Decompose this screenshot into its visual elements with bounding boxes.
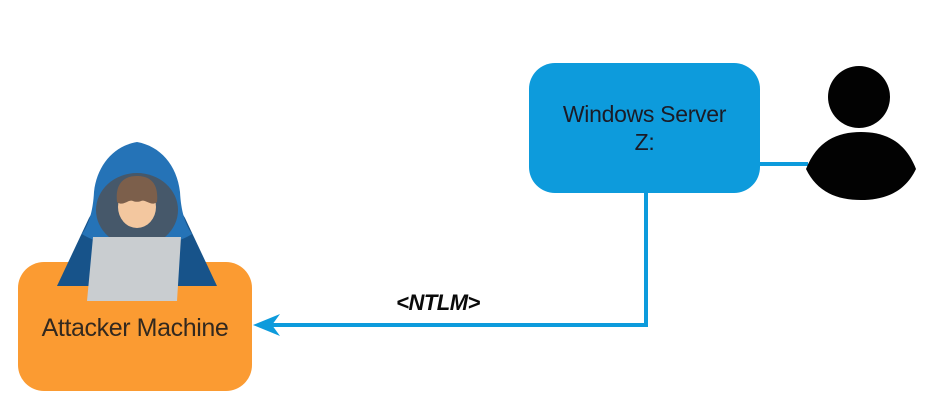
hacker-icon-face	[118, 186, 156, 228]
server-node: Windows Server Z:	[529, 63, 760, 193]
ntlm-edge-label: <NTLM>	[396, 290, 480, 315]
user-icon	[806, 66, 916, 200]
user-icon-body	[806, 132, 916, 200]
server-node-label-line1: Windows Server	[562, 101, 727, 127]
attacker-node: Attacker Machine	[18, 262, 252, 391]
hacker-icon-hair	[116, 176, 158, 204]
attacker-node-label: Attacker Machine	[41, 314, 229, 342]
hacker-icon-hood	[82, 142, 192, 247]
user-icon-head	[828, 66, 890, 128]
server-node-label-line2: Z:	[634, 129, 655, 155]
hacker-icon-inner-hood	[96, 173, 178, 247]
ntlm-arrowhead	[253, 314, 280, 336]
